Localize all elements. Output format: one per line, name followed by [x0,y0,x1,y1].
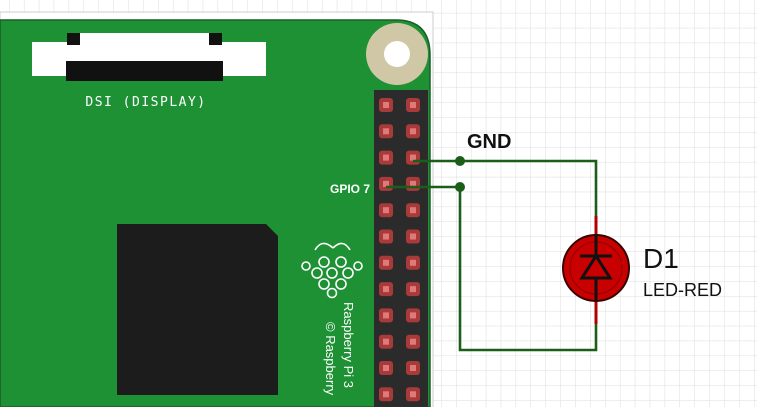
gpio-pin-hole [383,180,389,187]
raspberry-logo-icon [301,242,363,299]
gpio-pin-hole [383,338,389,345]
dsi-label: DSI (DISPLAY) [85,95,206,110]
gpio-pin-hole [410,207,416,214]
raspberry-pi-board[interactable] [0,19,431,407]
gpio-pin-hole [410,286,416,293]
gpio-pin-hole [410,154,416,161]
gpio-pin-hole [383,286,389,293]
gnd-junction [455,156,465,166]
gpio7-label: GPIO 7 [330,182,370,196]
soc-chip [117,224,278,395]
gpio-pin-hole [410,102,416,108]
board-name-label: Raspberry Pi 3 [341,302,356,388]
gpio-pin-hole [383,312,389,319]
wires [386,159,598,352]
gpio-pin-hole [410,365,416,371]
gpio-pins [379,98,420,402]
mounting-hole [366,23,428,85]
gpio-pin-hole [410,233,416,240]
gnd-wire[interactable] [413,159,598,218]
led-d1[interactable] [562,216,630,324]
gpio-pin-hole [383,233,389,240]
gpio-header [374,90,428,407]
gpio-pin-hole [410,391,416,398]
gpio-pin-hole [410,338,416,345]
gpio-pin-hole [383,259,389,266]
gpio-pin-hole [383,207,389,214]
led-designator: D1 [643,243,679,274]
gpio-pin-hole [410,128,416,135]
gpio-pin-hole [410,259,416,266]
board-copyright-label: © Raspberry [323,322,338,396]
gnd-label: GND [467,131,511,153]
gpio-pin-hole [410,180,416,187]
gpio7-junction [455,182,465,192]
gpio-pin-hole [410,312,416,319]
gpio-pin-hole [383,391,389,398]
gpio-pin-hole [383,154,389,161]
led-part-name: LED-RED [643,280,722,300]
gpio-pin-hole [383,128,389,135]
gpio-pin-hole [383,102,389,108]
gpio-pin-hole [383,365,389,371]
dsi-connector [32,33,266,81]
gpio7-wire[interactable] [386,185,598,352]
